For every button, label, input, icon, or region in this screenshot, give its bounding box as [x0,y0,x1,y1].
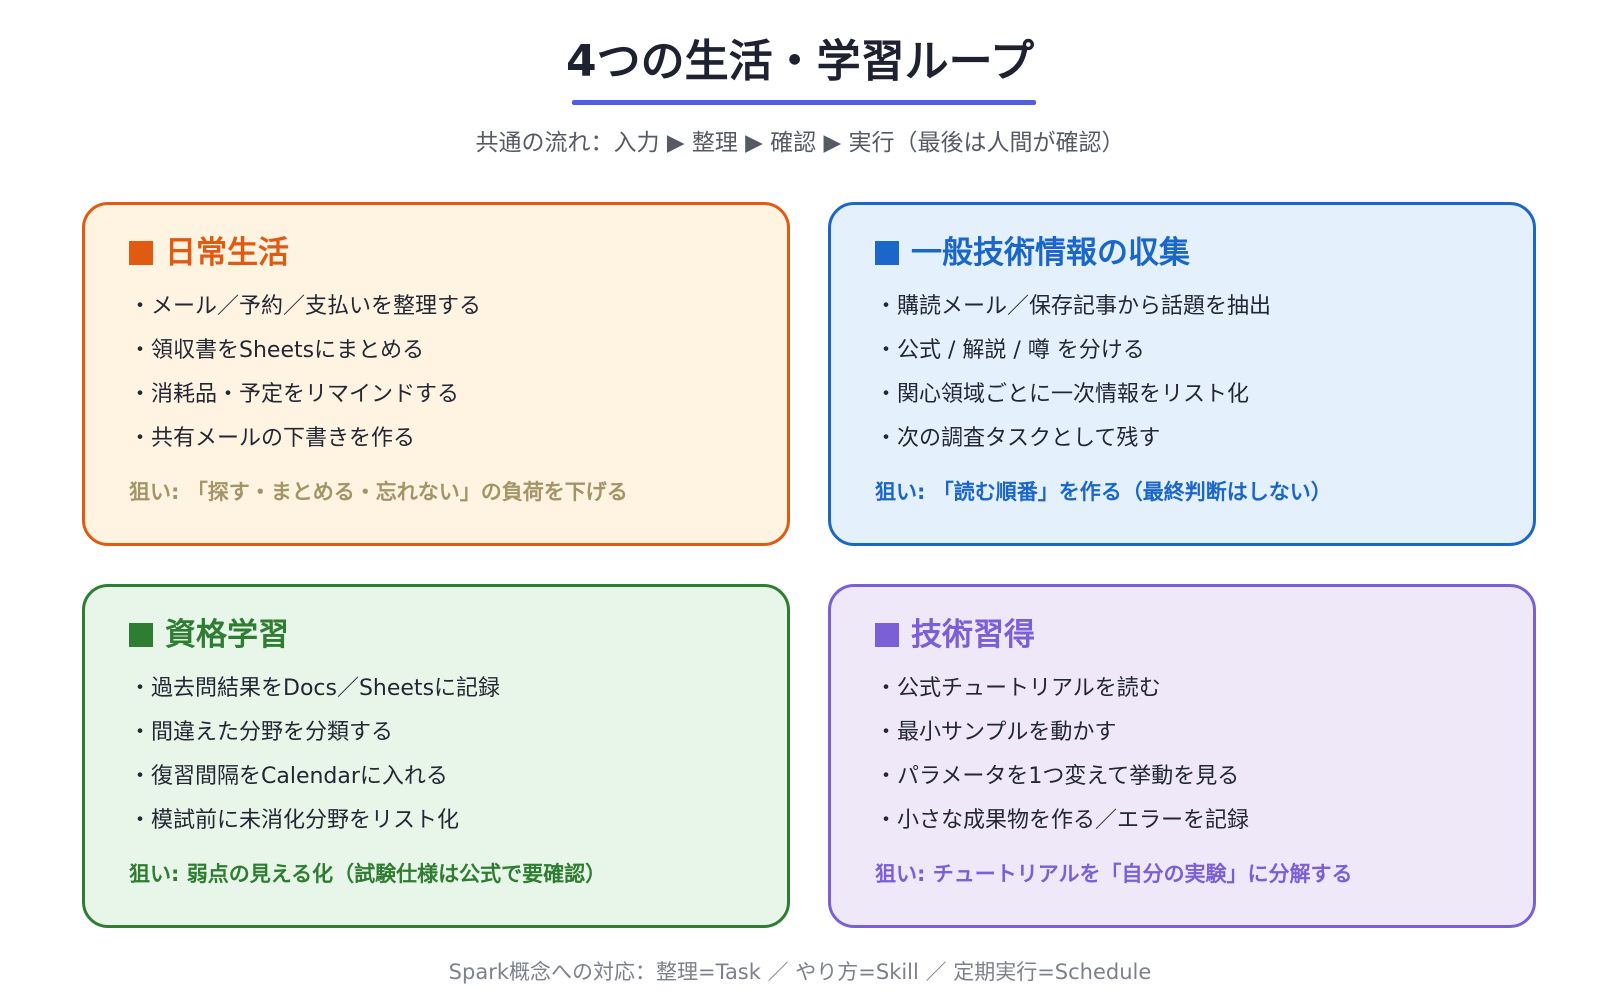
list-item: ・間違えた分野を分類する [129,711,757,755]
title-underline [572,100,1036,105]
bullet-icon: ・ [875,382,898,407]
list-item: ・小さな成果物を作る／エラーを記録 [875,799,1503,843]
list-item: ・次の調査タスクとして残す [875,417,1503,461]
bullet-icon: ・ [129,338,152,363]
bullet-icon: ・ [875,338,898,363]
card-aim: 狙い: 「読む順番」を作る（最終判断はしない） [875,480,1332,504]
card-tech-info-collection: 一般技術情報の収集 ・購読メール／保存記事から話題を抽出 ・公式 / 解説 / … [828,202,1536,546]
list-item: ・購読メール／保存記事から話題を抽出 [875,285,1503,329]
bullet-icon: ・ [875,676,898,701]
bullet-icon: ・ [875,764,898,789]
list-item: ・最小サンプルを動かす [875,711,1503,755]
square-icon [129,623,153,647]
bullet-icon: ・ [129,676,152,701]
bullet-icon: ・ [129,764,152,789]
card-aim: 狙い: チュートリアルを「自分の実験」に分解する [875,862,1353,886]
card-tech-skill-acquisition: 技術習得 ・公式チュートリアルを読む ・最小サンプルを動かす ・パラメータを1つ… [828,584,1536,928]
card-title: 資格学習 [129,613,757,657]
list-item: ・関心領域ごとに一次情報をリスト化 [875,373,1503,417]
footer-note: Spark概念への対応：整理=Task ／ やり方=Skill ／ 定期実行=S… [448,960,1152,984]
card-certification-study: 資格学習 ・過去問結果をDocs／Sheetsに記録 ・間違えた分野を分類する … [82,584,790,928]
bullet-icon: ・ [875,720,898,745]
card-title-text: 一般技術情報の収集 [911,235,1190,271]
bullet-icon: ・ [875,808,898,833]
list-item: ・消耗品・予定をリマインドする [129,373,757,417]
square-icon [875,623,899,647]
card-item-list: ・メール／予約／支払いを整理する ・領収書をSheetsにまとめる ・消耗品・予… [129,285,757,461]
bullet-icon: ・ [129,382,152,407]
list-item: ・公式 / 解説 / 噂 を分ける [875,329,1503,373]
card-title: 一般技術情報の収集 [875,231,1503,275]
card-aim: 狙い: 「探す・まとめる・忘れない」の負荷を下げる [129,480,628,504]
list-item: ・共有メールの下書きを作る [129,417,757,461]
list-item: ・公式チュートリアルを読む [875,667,1503,711]
bullet-icon: ・ [129,808,152,833]
list-item: ・過去問結果をDocs／Sheetsに記録 [129,667,757,711]
card-item-list: ・公式チュートリアルを読む ・最小サンプルを動かす ・パラメータを1つ変えて挙動… [875,667,1503,843]
card-item-list: ・購読メール／保存記事から話題を抽出 ・公式 / 解説 / 噂 を分ける ・関心… [875,285,1503,461]
square-icon [129,241,153,265]
bullet-icon: ・ [129,426,152,451]
list-item: ・領収書をSheetsにまとめる [129,329,757,373]
bullet-icon: ・ [129,294,152,319]
list-item: ・メール／予約／支払いを整理する [129,285,757,329]
card-title-text: 技術習得 [911,617,1035,653]
card-title-text: 日常生活 [165,235,289,271]
card-title: 技術習得 [875,613,1503,657]
list-item: ・復習間隔をCalendarに入れる [129,755,757,799]
square-icon [875,241,899,265]
page-subtitle: 共通の流れ：入力 ▶ 整理 ▶ 確認 ▶ 実行（最後は人間が確認） [475,130,1125,156]
card-aim: 狙い: 弱点の見える化（試験仕様は公式で要確認） [129,862,607,886]
list-item: ・模試前に未消化分野をリスト化 [129,799,757,843]
page-title: 4つの生活・学習ループ [566,36,1034,87]
card-item-list: ・過去問結果をDocs／Sheetsに記録 ・間違えた分野を分類する ・復習間隔… [129,667,757,843]
bullet-icon: ・ [875,426,898,451]
bullet-icon: ・ [875,294,898,319]
list-item: ・パラメータを1つ変えて挙動を見る [875,755,1503,799]
card-title: 日常生活 [129,231,757,275]
card-daily-life: 日常生活 ・メール／予約／支払いを整理する ・領収書をSheetsにまとめる ・… [82,202,790,546]
card-title-text: 資格学習 [165,617,289,653]
bullet-icon: ・ [129,720,152,745]
